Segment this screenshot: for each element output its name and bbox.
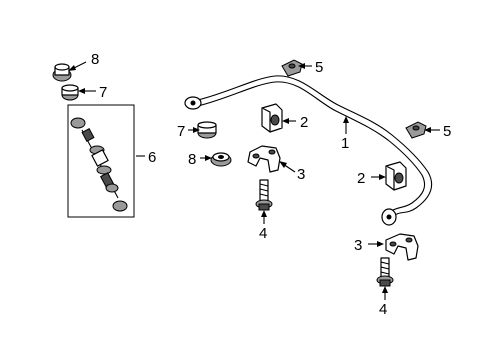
bushing-middle bbox=[197, 121, 217, 139]
callout-labels: 1 2 2 3 3 4 4 5 5 6 7 7 8 8 bbox=[91, 51, 451, 318]
retainer-nut-upper bbox=[281, 59, 303, 77]
link-kit-box bbox=[67, 104, 135, 218]
bracket-lower bbox=[385, 233, 419, 261]
callout-5-right: 5 bbox=[443, 123, 451, 140]
nut-middle bbox=[210, 152, 232, 167]
nut-upper-left bbox=[52, 63, 72, 82]
leader-lines bbox=[68, 61, 440, 300]
callout-4-lower: 4 bbox=[379, 301, 387, 318]
bracket-upper bbox=[247, 145, 281, 173]
callout-3-upper: 3 bbox=[297, 166, 305, 183]
callout-2-lower: 2 bbox=[357, 170, 365, 187]
callout-1: 1 bbox=[341, 135, 349, 152]
callout-2-upper: 2 bbox=[300, 114, 308, 131]
stabilizer-bar bbox=[184, 75, 433, 226]
stabilizer-link bbox=[70, 117, 128, 212]
bolt-upper bbox=[255, 179, 273, 211]
callout-3-lower: 3 bbox=[354, 237, 362, 254]
retainer-nut-right bbox=[405, 121, 427, 139]
callout-8-middle: 8 bbox=[188, 151, 196, 168]
callout-7-middle: 7 bbox=[177, 123, 185, 140]
callout-6: 6 bbox=[148, 149, 156, 166]
bar-bushing-upper bbox=[261, 103, 283, 133]
callout-4-upper: 4 bbox=[259, 225, 267, 242]
bushing-upper-left bbox=[61, 84, 79, 101]
callout-7-upper-left: 7 bbox=[99, 84, 107, 101]
callout-5-upper: 5 bbox=[315, 59, 323, 76]
bolt-lower bbox=[376, 257, 394, 287]
callout-8-upper-left: 8 bbox=[91, 51, 99, 68]
bar-bushing-lower bbox=[385, 161, 407, 191]
